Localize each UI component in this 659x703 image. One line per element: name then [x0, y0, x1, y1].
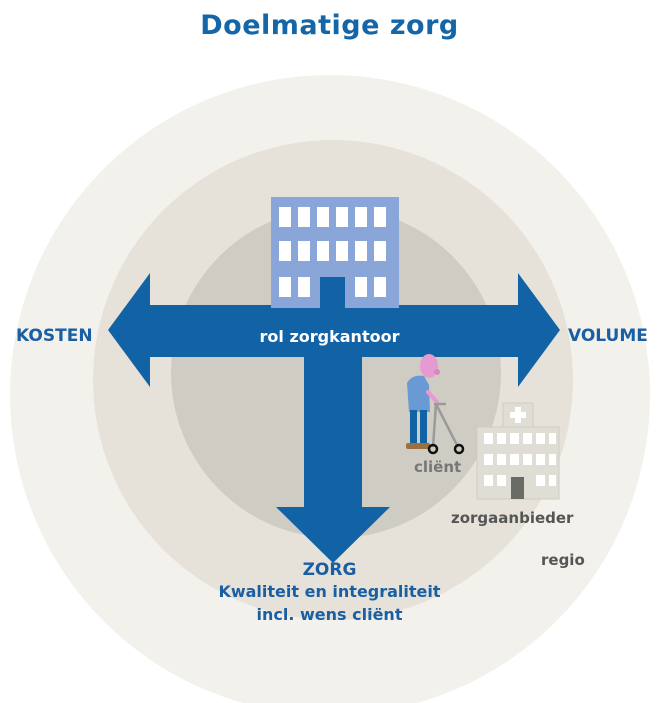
arrow-left-kosten — [108, 273, 334, 387]
arrow-down-zorg — [276, 350, 390, 563]
hospital-building-icon — [476, 402, 560, 500]
label-wens-client: incl. wens cliënt — [256, 605, 403, 624]
cross-arrow — [108, 273, 560, 563]
label-regio: regio — [541, 551, 585, 569]
label-zorg: ZORG — [302, 560, 357, 580]
label-client: cliënt — [414, 458, 462, 476]
label-kosten: KOSTEN — [16, 326, 93, 346]
label-rol-zorgkantoor: rol zorgkantoor — [259, 327, 400, 346]
label-volume: VOLUME — [568, 326, 648, 346]
label-kwaliteit: Kwaliteit en integraliteit — [218, 582, 441, 601]
label-zorgaanbieder: zorgaanbieder — [451, 509, 574, 527]
elderly-person-with-walker-icon — [406, 354, 465, 455]
arrow-right-volume — [330, 273, 560, 387]
page-title: Doelmatige zorg — [200, 10, 459, 41]
office-building-icon — [271, 197, 399, 308]
